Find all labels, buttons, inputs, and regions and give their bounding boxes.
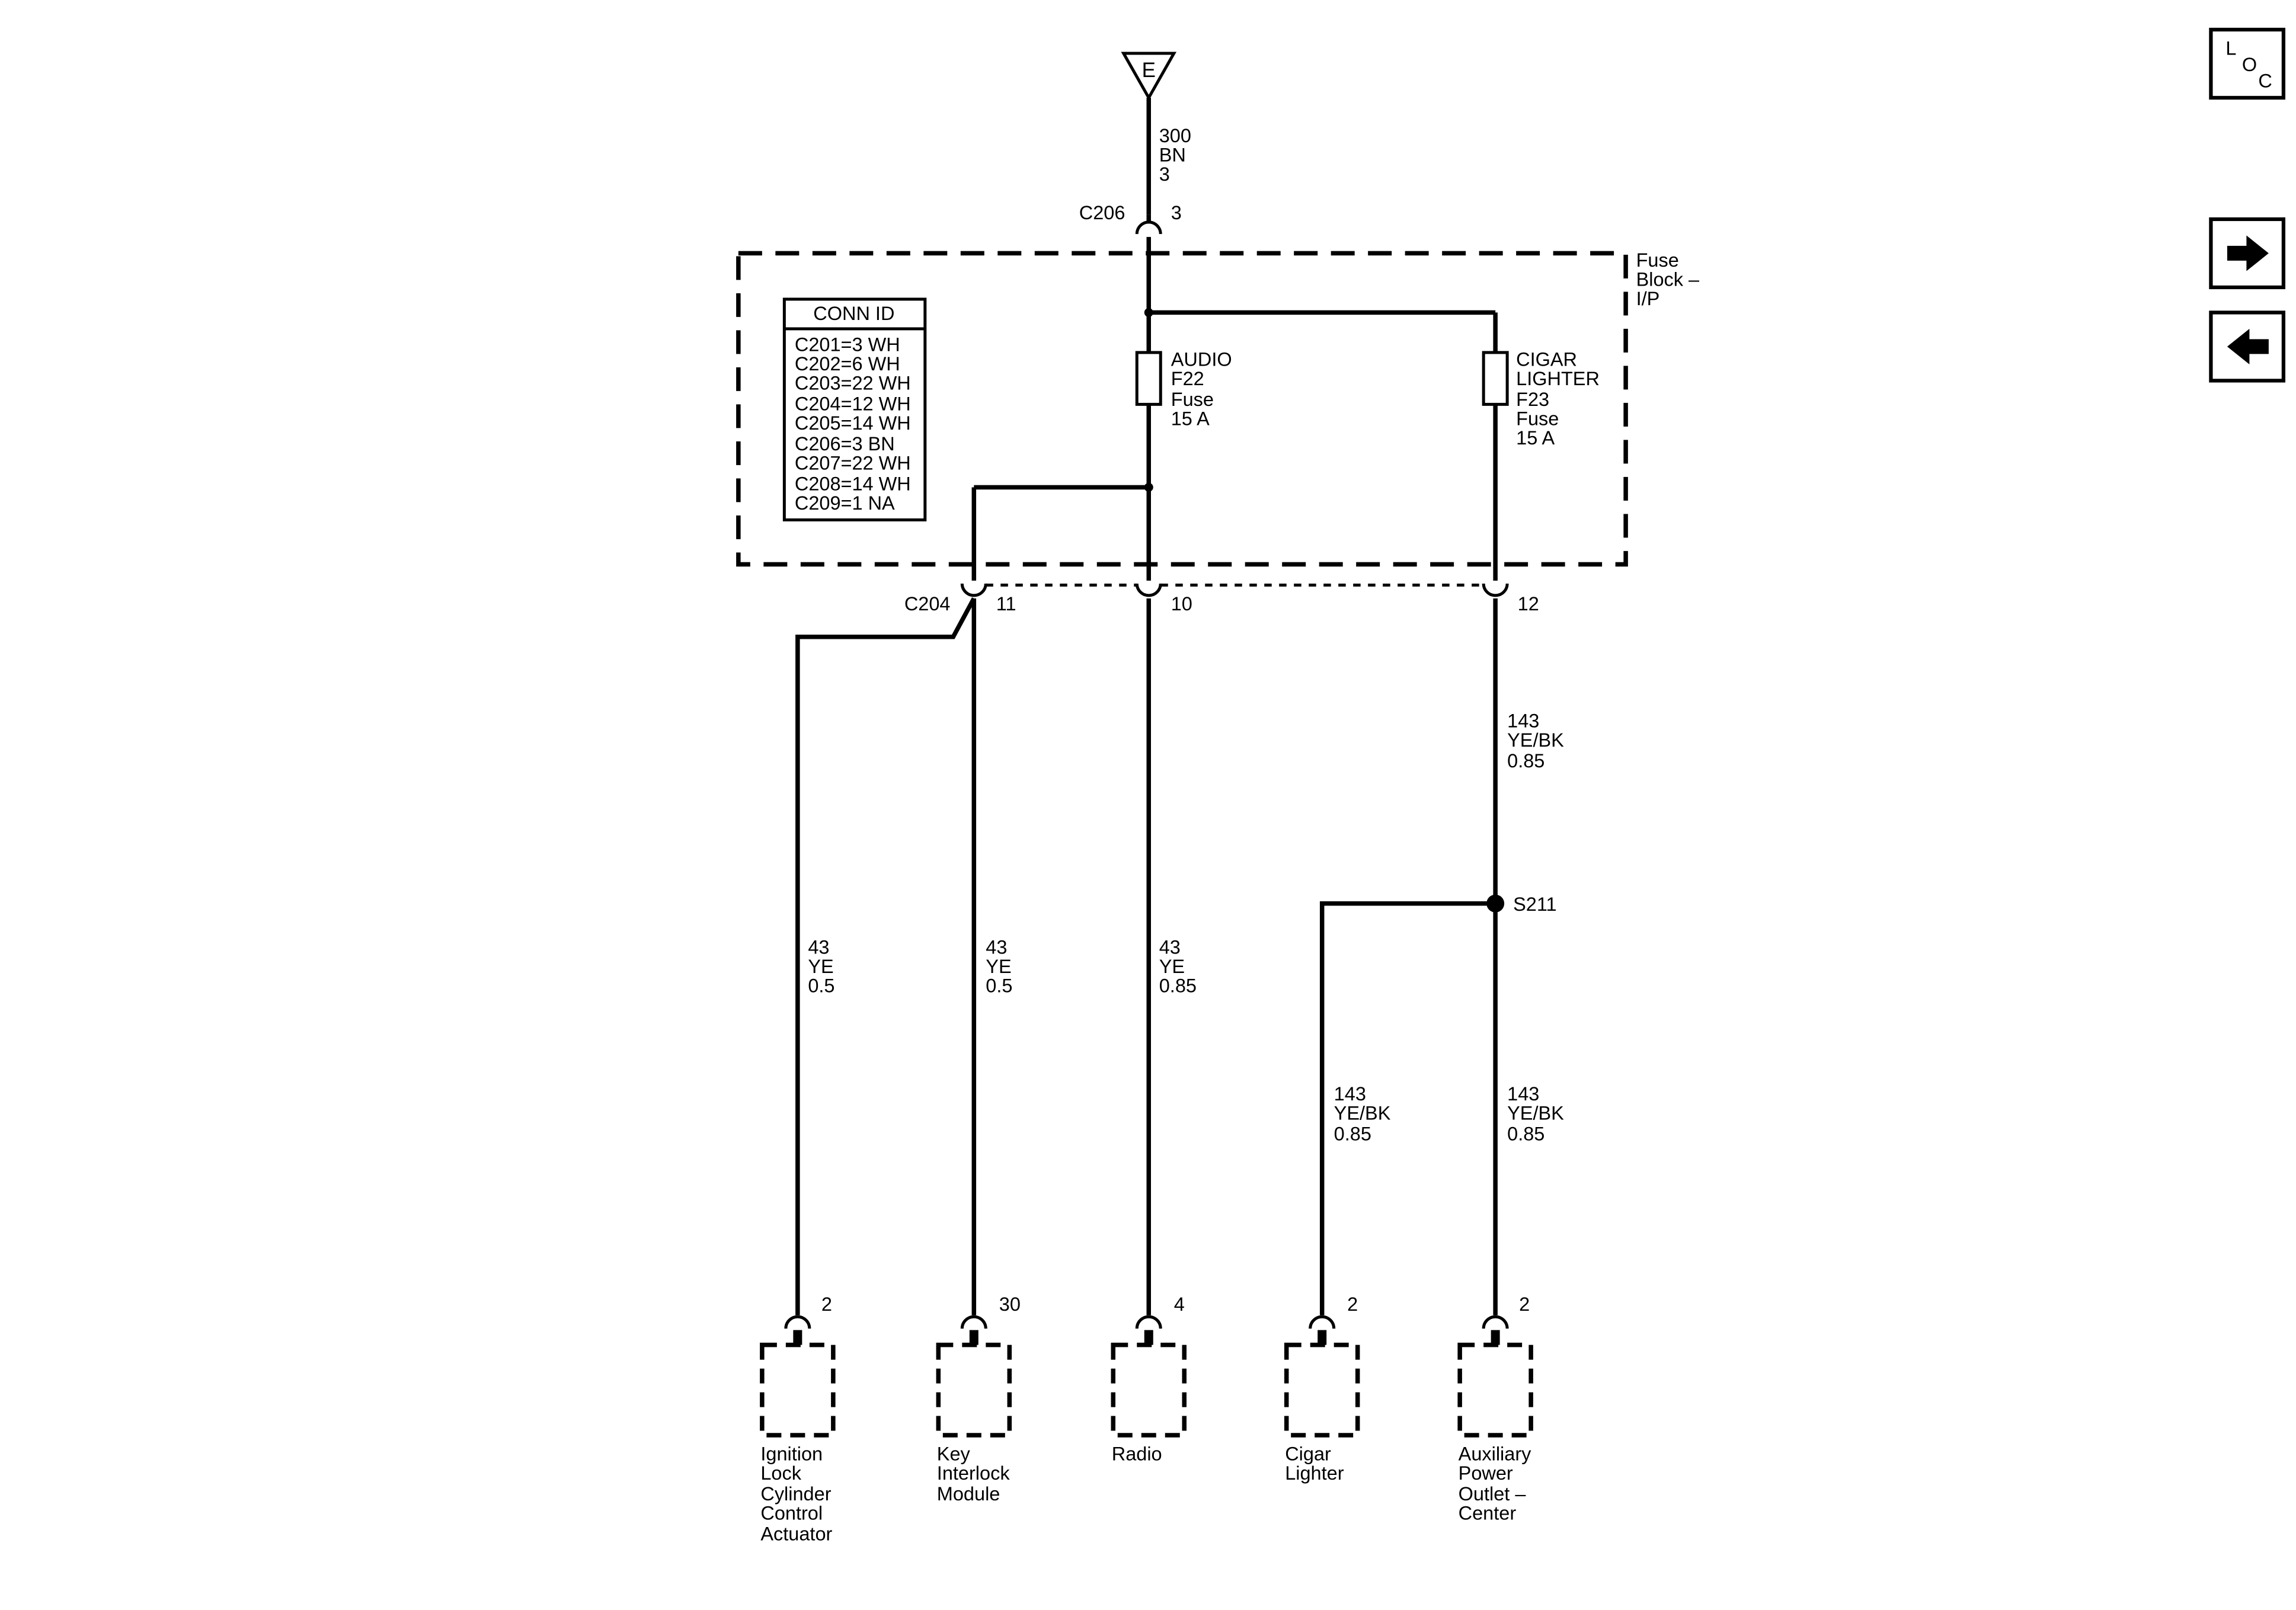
- ignition-wire-circuit: 43: [808, 937, 829, 958]
- component-label: Module: [937, 1483, 1000, 1505]
- component-label: Actuator: [760, 1523, 832, 1545]
- cigar-branch-circuit: 143: [1334, 1083, 1366, 1105]
- audio-fuse-type: Fuse: [1171, 389, 1214, 410]
- cigar-fuse-name-2: LIGHTER: [1516, 368, 1600, 389]
- arrow-right-icon: [2227, 235, 2269, 271]
- fuse-block-label-3: I/P: [1636, 288, 1660, 309]
- cigar-fuse: [1482, 351, 1509, 406]
- cigar-feed-circuit: 143: [1507, 710, 1539, 731]
- cigar-fuse-rating: 15 A: [1516, 427, 1555, 449]
- arrow-left-icon: [2227, 328, 2269, 364]
- ground-wire-size: 3: [1159, 164, 1170, 185]
- loc-button[interactable]: L O C: [2209, 27, 2286, 100]
- aux-wire-size: 0.85: [1507, 1124, 1544, 1145]
- fuse-block-label-1: Fuse: [1636, 249, 1679, 271]
- conn-id-row: C207=22 WH: [795, 452, 911, 473]
- component-pin: 2: [821, 1294, 832, 1315]
- conn-id-row: C205=14 WH: [795, 412, 911, 434]
- c206-name: C206: [1079, 202, 1125, 223]
- ground-wire-circuit: 300: [1159, 125, 1191, 146]
- key-wire-size: 0.5: [986, 975, 1012, 997]
- ignition-wire-color: YE: [808, 956, 833, 977]
- c204-pin-12: 12: [1518, 593, 1539, 614]
- component-label: Center: [1459, 1503, 1517, 1524]
- c204-connector: C204 11 10 12: [904, 583, 1539, 614]
- radio-wire-circuit: 43: [1159, 937, 1181, 958]
- component-pin: 30: [999, 1294, 1021, 1315]
- component-aux-power-outlet: 2 Auxiliary Power Outlet – Center: [1457, 1294, 1533, 1524]
- ignition-wire-size: 0.5: [808, 975, 834, 997]
- cigar-feed-size: 0.85: [1507, 750, 1544, 772]
- cigar-fuse-type: Fuse: [1516, 408, 1559, 429]
- component-label: Outlet –: [1459, 1483, 1527, 1505]
- component-radio: 4 Radio: [1111, 1294, 1187, 1465]
- conn-id-header: CONN ID: [813, 303, 894, 324]
- key-wire-circuit: 43: [986, 937, 1007, 958]
- cigar-branch-size: 0.85: [1334, 1124, 1371, 1145]
- loc-letter-o: O: [2242, 54, 2257, 75]
- component-label: Cylinder: [760, 1483, 831, 1505]
- ground-label: E: [1142, 59, 1156, 82]
- component-label: Auxiliary: [1459, 1443, 1532, 1465]
- conn-id-row: C206=3 BN: [795, 433, 895, 454]
- component-pin: 2: [1347, 1294, 1358, 1315]
- conn-id-row: C203=22 WH: [795, 372, 911, 393]
- cigar-feed-color: YE/BK: [1507, 729, 1564, 751]
- component-ignition-actuator: 2 Ignition Lock Cylinder Control Actuato…: [760, 1294, 836, 1545]
- ground-symbol: E: [1121, 52, 1177, 101]
- c206-pin: 3: [1171, 202, 1182, 223]
- c204-pin-10: 10: [1171, 593, 1192, 614]
- c206-connector: C206 3: [1079, 202, 1182, 235]
- ground-wire-color: BN: [1159, 144, 1186, 165]
- audio-fuse-rating: 15 A: [1171, 408, 1210, 429]
- component-label: Ignition: [760, 1443, 823, 1465]
- component-label: Lighter: [1285, 1462, 1344, 1484]
- cigar-fuse-id: F23: [1516, 389, 1549, 410]
- audio-fuse-id: F22: [1171, 368, 1204, 389]
- key-wire-color: YE: [986, 956, 1011, 977]
- aux-wire-circuit: 143: [1507, 1083, 1539, 1105]
- loc-letter-c: C: [2258, 70, 2272, 91]
- component-label: Lock: [760, 1462, 801, 1484]
- fuse-block-label-2: Block –: [1636, 268, 1700, 290]
- component-label: Power: [1459, 1462, 1513, 1484]
- component-label: Cigar: [1285, 1443, 1331, 1465]
- component-pin: 4: [1174, 1294, 1185, 1315]
- component-label: Key: [937, 1443, 971, 1465]
- audio-fuse-name: AUDIO: [1171, 348, 1232, 370]
- radio-wire-color: YE: [1159, 956, 1185, 977]
- component-label: Radio: [1112, 1443, 1162, 1465]
- aux-wire-color: YE/BK: [1507, 1103, 1564, 1124]
- radio-wire-size: 0.85: [1159, 975, 1197, 997]
- splice-name: S211: [1513, 894, 1556, 915]
- fuse-block-outline: [736, 251, 1628, 567]
- component-key-interlock: 30 Key Interlock Module: [936, 1294, 1021, 1505]
- component-label: Interlock: [937, 1462, 1011, 1484]
- audio-fuse: [1135, 351, 1162, 406]
- component-label: Control: [760, 1503, 823, 1524]
- loc-letter-l: L: [2225, 37, 2236, 59]
- c204-pin-11: 11: [996, 593, 1016, 614]
- component-pin: 2: [1519, 1294, 1530, 1315]
- conn-id-row: C209=1 NA: [795, 492, 895, 514]
- conn-id-table: CONN ID C201=3 WH C202=6 WH C203=22 WH C…: [782, 297, 927, 521]
- component-cigar-lighter: 2 Cigar Lighter: [1284, 1294, 1360, 1484]
- next-page-button[interactable]: [2209, 217, 2286, 290]
- cigar-branch-color: YE/BK: [1334, 1103, 1391, 1124]
- conn-id-row: C204=12 WH: [795, 393, 911, 414]
- conn-id-row: C201=3 WH: [795, 334, 900, 355]
- previous-page-button[interactable]: [2209, 311, 2286, 383]
- conn-id-row: C202=6 WH: [795, 353, 900, 375]
- conn-id-row: C208=14 WH: [795, 473, 911, 494]
- c204-name: C204: [904, 593, 951, 614]
- cigar-fuse-name-1: CIGAR: [1516, 348, 1577, 370]
